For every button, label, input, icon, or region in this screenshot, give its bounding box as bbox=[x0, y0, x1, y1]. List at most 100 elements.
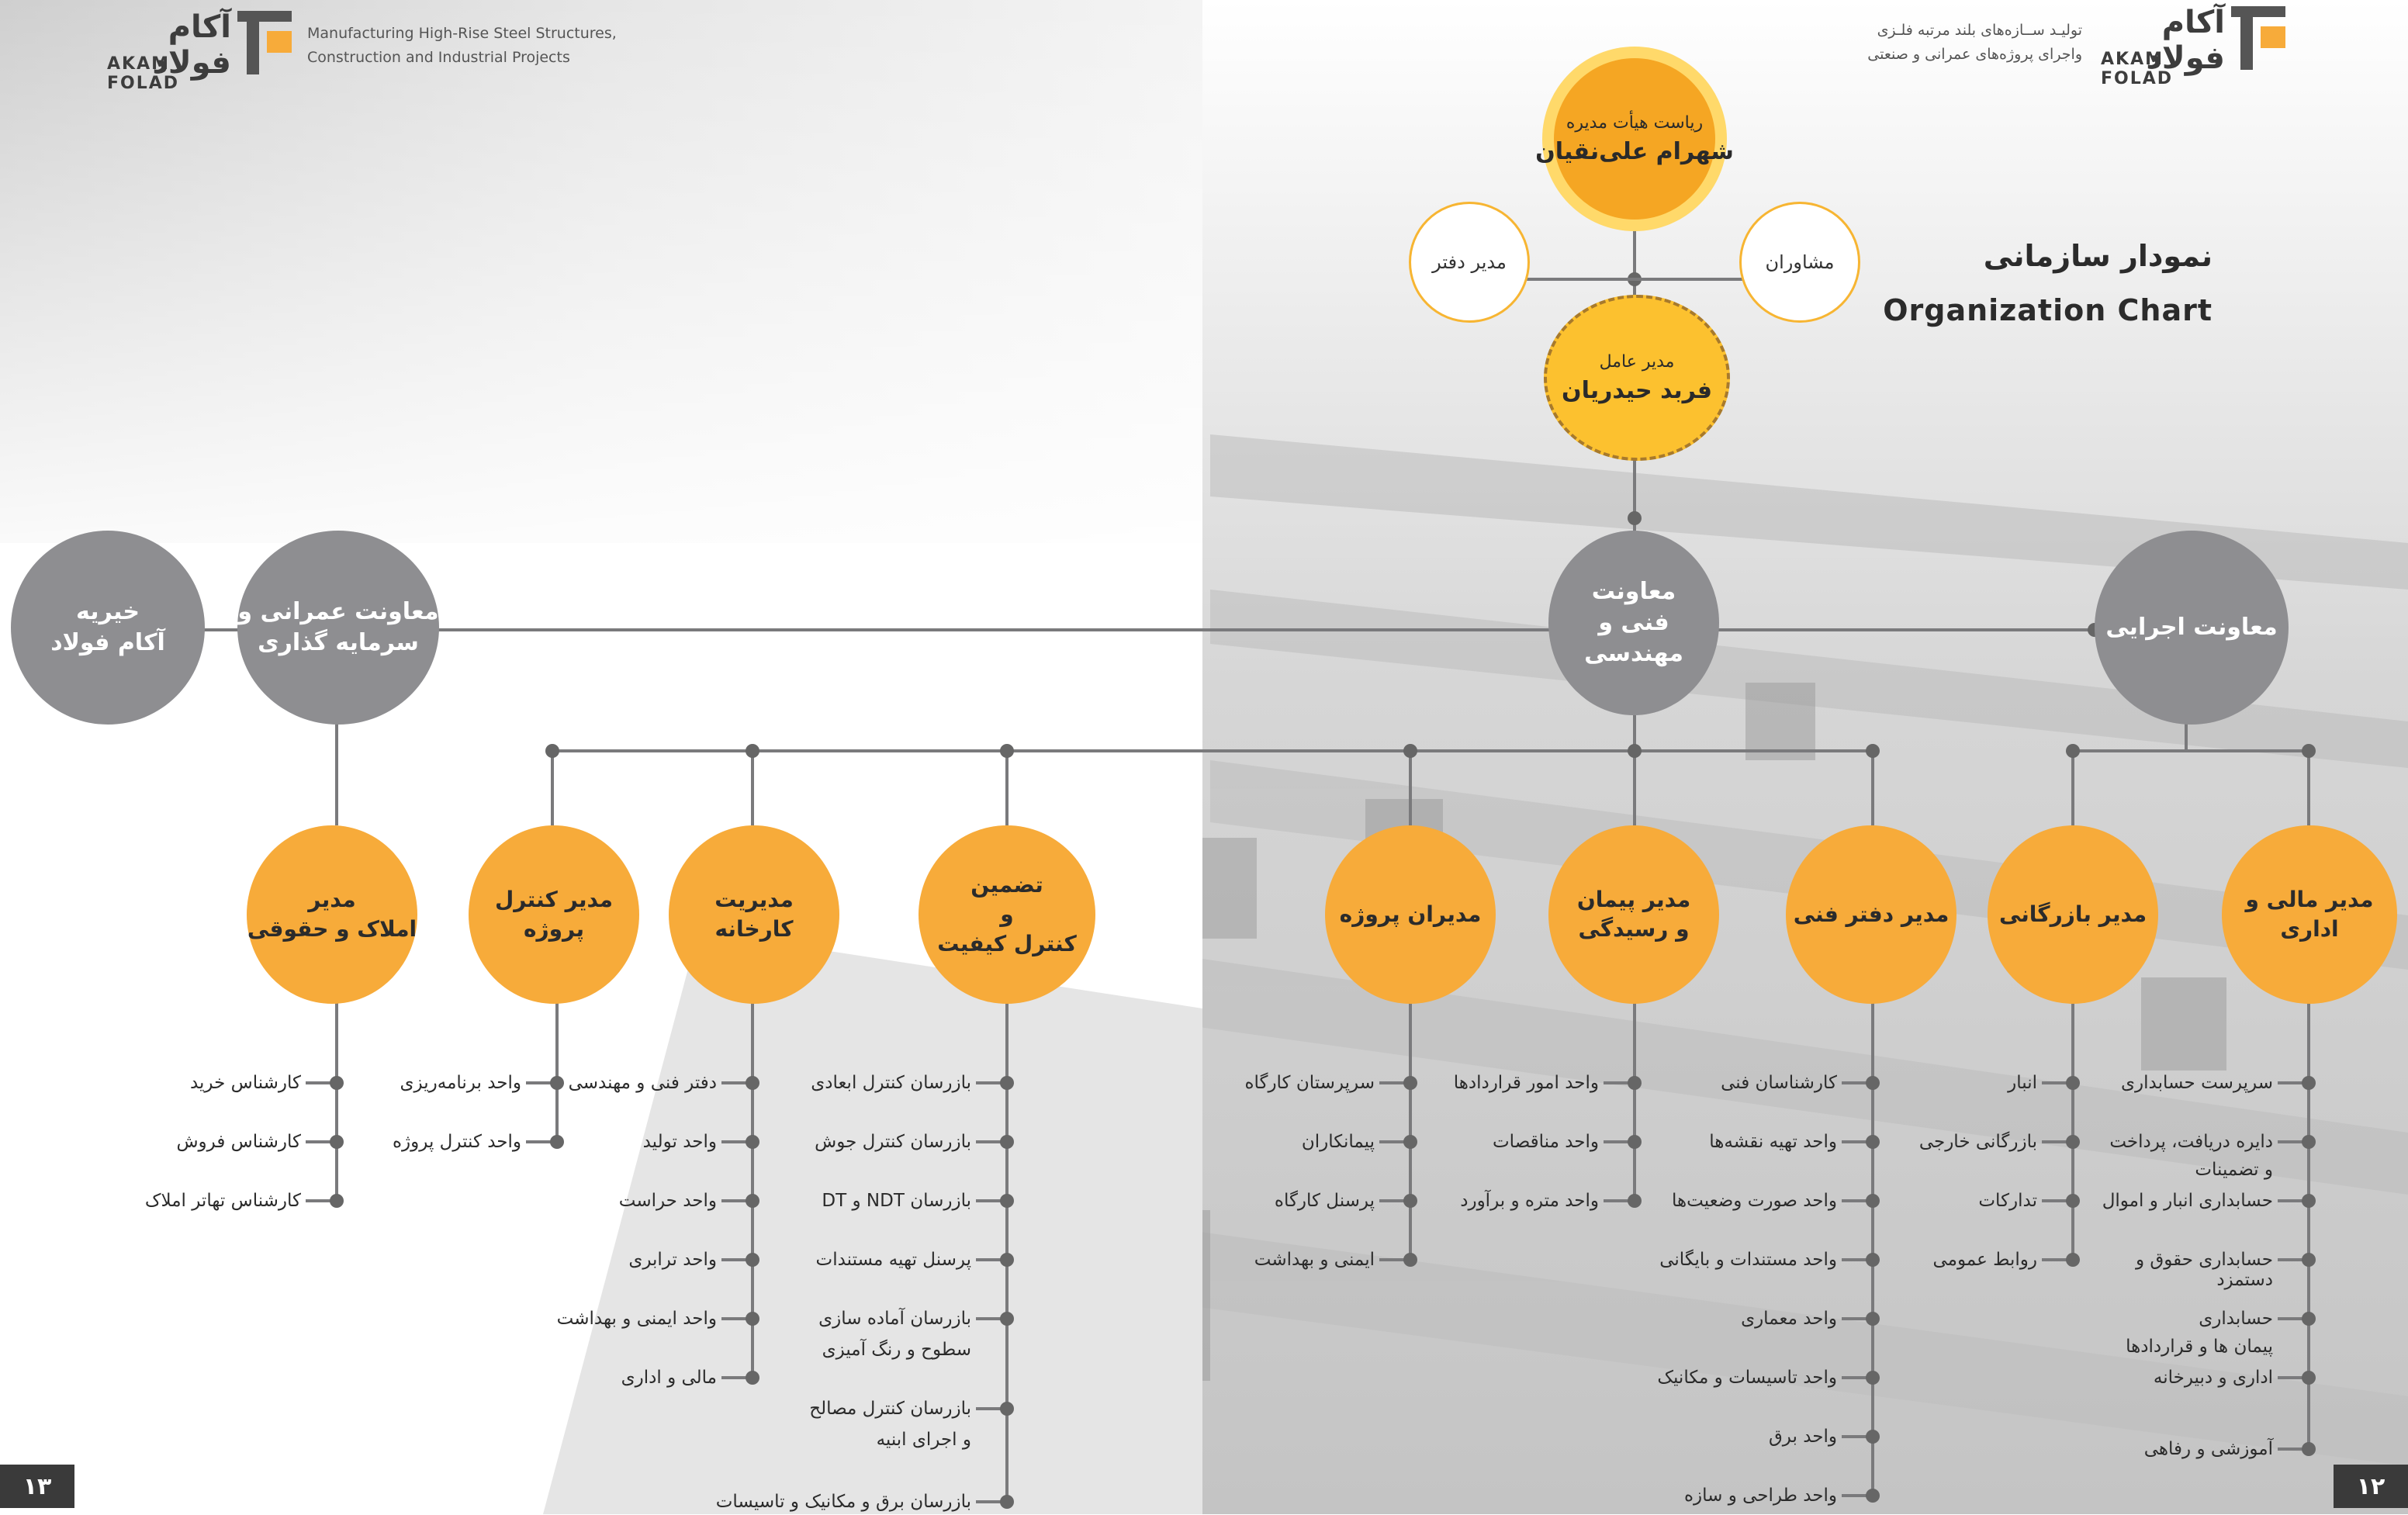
connector-dot bbox=[1866, 1371, 1880, 1385]
connector-dot bbox=[1403, 1253, 1417, 1267]
node-line: مدیر bbox=[308, 887, 356, 912]
connector-dot bbox=[1866, 1135, 1880, 1149]
node-line: معاونت عمرانی و bbox=[237, 598, 439, 625]
list-item: حسابداری انبار و اموال bbox=[2102, 1191, 2273, 1211]
list-item: سرپرست حسابداری bbox=[2121, 1073, 2273, 1093]
connector-dot bbox=[2066, 1194, 2080, 1208]
page-number-right: ۱۲ bbox=[2334, 1465, 2408, 1508]
office-manager-node: مدیر دفتر bbox=[1409, 202, 1530, 323]
page-number-left: ۱۳ bbox=[0, 1465, 74, 1508]
node-line: مدیر دفتر فنی bbox=[1793, 901, 1950, 927]
connector-dot bbox=[746, 1371, 759, 1385]
connector-dot bbox=[1628, 744, 1642, 758]
node-line: فنی و مهندسی bbox=[1584, 609, 1683, 667]
connector-dot bbox=[545, 744, 559, 758]
list-item: و تضمینات bbox=[2195, 1160, 2273, 1180]
node-line: آکام فولاد bbox=[50, 629, 165, 656]
connector-dot bbox=[2066, 1135, 2080, 1149]
connector-dot bbox=[746, 1253, 759, 1267]
tagline-line: Manufacturing High-Rise Steel Structures… bbox=[307, 25, 617, 42]
left-tagline: Manufacturing High-Rise Steel Structures… bbox=[307, 22, 617, 70]
list-item: مالی و اداری bbox=[621, 1368, 717, 1388]
list-item: واحد معماری bbox=[1741, 1309, 1837, 1329]
list-item: واحد تهیه نقشه‌ها bbox=[1709, 1132, 1837, 1152]
advisors-label: مشاوران bbox=[1765, 251, 1835, 273]
list-item: بازرگانی خارجی bbox=[1918, 1132, 2037, 1152]
connector-dot bbox=[550, 1076, 564, 1090]
list-item: واحد کنترل پروژه bbox=[393, 1132, 521, 1152]
connector-dot bbox=[1628, 1076, 1642, 1090]
right-logo: آکام فولاد AKAM FOLAD bbox=[2101, 3, 2287, 88]
board-chairman-node: ریاست هیأت مدیره شهرام علی‌نقیان bbox=[1527, 47, 1742, 231]
connector-dot bbox=[746, 1076, 759, 1090]
list-item: پیمانکاران bbox=[1301, 1132, 1375, 1152]
connector-dot bbox=[1628, 1194, 1642, 1208]
list-item: سطوح و رنگ آمیزی bbox=[822, 1340, 971, 1360]
connector-dot bbox=[1000, 1312, 1014, 1326]
list-item: حسابداری حقوق و bbox=[2135, 1250, 2273, 1270]
connector-dot bbox=[1866, 744, 1880, 758]
list-item: واحد برنامه‌ریزی bbox=[400, 1073, 521, 1093]
list-item: بازرسان کنترل مصالح bbox=[809, 1399, 971, 1419]
board-name: شهرام علی‌نقیان bbox=[1535, 138, 1734, 165]
list-item: واحد متره و برآورد bbox=[1460, 1191, 1599, 1211]
connector-dot bbox=[1000, 1076, 1014, 1090]
tech-office-manager-node: مدیر دفتر فنی bbox=[1786, 825, 1956, 1004]
list-item: کارشناسان فنی bbox=[1721, 1073, 1837, 1093]
connector-dot bbox=[2302, 1135, 2316, 1149]
connector-dot bbox=[330, 1076, 344, 1090]
node-line: مدیر مالی و اداری bbox=[2245, 887, 2374, 942]
construction-deputy-node: معاونت عمرانی و سرمایه گذاری bbox=[237, 531, 439, 725]
list-item: واحد ایمنی و بهداشت bbox=[556, 1309, 717, 1329]
node-line: مدیریت bbox=[714, 887, 794, 912]
technical-deputy-node: معاونت فنی و مهندسی bbox=[1548, 531, 1719, 715]
list-item: کارشناس تهاتر املاک bbox=[144, 1191, 301, 1211]
connector-dot bbox=[1403, 1076, 1417, 1090]
connector-dot bbox=[2066, 744, 2080, 758]
connector-dot bbox=[1000, 744, 1014, 758]
connector-dot bbox=[746, 1194, 759, 1208]
list-item: واحد تاسیسات و مکانیک bbox=[1657, 1368, 1837, 1388]
list-item: واحد حراست bbox=[618, 1191, 717, 1211]
executive-deputy-node: معاونت اجرایی bbox=[2095, 531, 2289, 725]
connector-dot bbox=[1866, 1076, 1880, 1090]
connector-dot bbox=[2066, 1253, 2080, 1267]
node-line: کنترل کیفیت bbox=[937, 931, 1077, 956]
connector-dot bbox=[1628, 511, 1642, 525]
list-item: سرپرستان کارگاه bbox=[1244, 1073, 1375, 1093]
list-item: پرسنل تهیه مستندات bbox=[815, 1250, 971, 1270]
list-item: ایمنی و بهداشت bbox=[1254, 1250, 1375, 1270]
connector-dot bbox=[1403, 744, 1417, 758]
list-item: واحد امور قراردادها bbox=[1453, 1073, 1599, 1093]
node-line: مدیران پروژه bbox=[1339, 901, 1482, 927]
list-item: واحد صورت وضعیت‌ها bbox=[1672, 1191, 1837, 1211]
list-item: آموزشی و رفاهی bbox=[2143, 1439, 2273, 1459]
project-managers-node: مدیران پروژه bbox=[1325, 825, 1496, 1004]
node-line: کارخانه bbox=[714, 916, 794, 942]
ceo-role: مدیر عامل bbox=[1599, 352, 1675, 372]
connector-dot bbox=[1866, 1312, 1880, 1326]
connector-dot bbox=[1866, 1253, 1880, 1267]
list-item: واحد ترابری bbox=[628, 1250, 717, 1270]
tagline-line: تولیـد ســازه‌های بلند مرتبه فلـزی bbox=[1877, 22, 2082, 39]
factory-manager-node: مدیریت کارخانه bbox=[669, 825, 839, 1004]
chart-title-fa: نمودار سازمانی bbox=[1983, 239, 2213, 273]
left-logo: آکام فولاد AKAM FOLAD bbox=[107, 8, 293, 93]
advisors-node: مشاوران bbox=[1739, 202, 1860, 323]
node-line: معاونت اجرایی bbox=[2105, 614, 2278, 641]
node-line: املاک و حقوقی bbox=[247, 916, 417, 942]
logo-text-fa: آکام فولاد bbox=[152, 9, 231, 81]
connector-dot bbox=[2302, 1312, 2316, 1326]
list-item: بازرسان NDT و DT bbox=[822, 1191, 971, 1211]
connector-dot bbox=[1000, 1495, 1014, 1509]
sunburst-icon bbox=[1542, 47, 1727, 231]
node-line: تضمین bbox=[970, 872, 1043, 898]
qc-manager-node: تضمین و کنترل کیفیت bbox=[919, 825, 1095, 1004]
connector-dot bbox=[1628, 1135, 1642, 1149]
tagline-line: واجرای پروژه‌های عمرانی و صنعتی bbox=[1867, 46, 2082, 63]
logo-mark-icon bbox=[236, 8, 293, 78]
list-item: پیمان ها و قراردادها bbox=[2126, 1337, 2273, 1357]
project-control-manager-node: مدیر کنترل پروژه bbox=[469, 825, 639, 1004]
node-line: و رسیدگی bbox=[1578, 916, 1690, 942]
list-item: دستمزد bbox=[2216, 1270, 2273, 1290]
